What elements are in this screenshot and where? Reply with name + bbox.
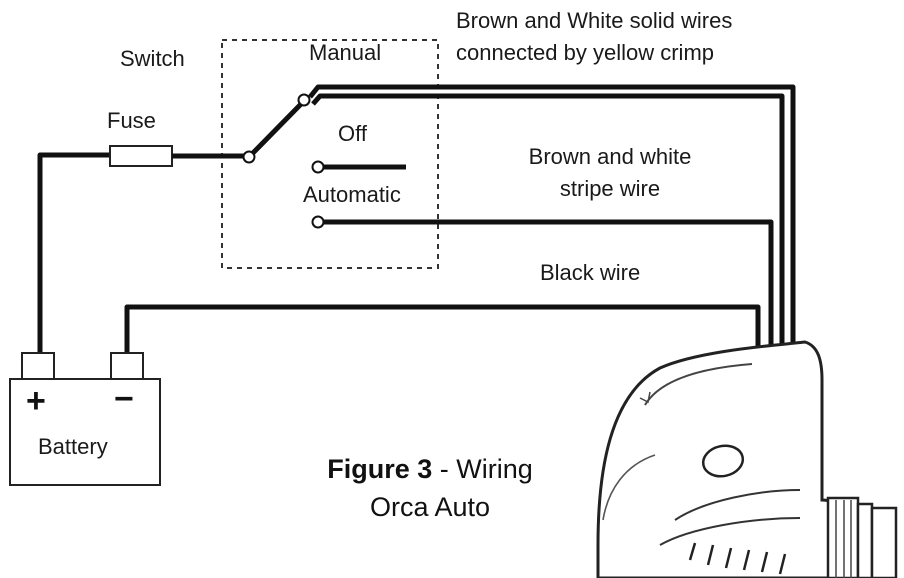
fuse-label: Fuse [107, 108, 156, 133]
switch-icon [242, 93, 406, 229]
figure-caption-line1: Figure 3 - Wiring [300, 452, 560, 486]
figure-number: Figure 3 [327, 454, 433, 484]
solid-wires-label-line1: Brown and White solid wires [456, 8, 733, 33]
manual-wire-brown [308, 84, 796, 355]
black-wire [124, 304, 761, 360]
fuse-icon [109, 145, 173, 167]
figure-caption-title: - Wiring [432, 454, 533, 484]
bilge-pump-icon [596, 340, 898, 578]
black-wire-label: Black wire [540, 260, 641, 285]
stripe-wire-label-line2: stripe wire [559, 176, 661, 201]
switch-label: Switch [120, 46, 185, 71]
battery-icon [9, 352, 161, 486]
stripe-wire-label-line1: Brown and white [528, 144, 692, 169]
automatic-stripe-wire [324, 219, 774, 355]
battery-positive-symbol: + [26, 382, 46, 420]
solid-wires-label-line2: connected by yellow crimp [456, 40, 715, 65]
figure-caption-line2: Orca Auto [369, 492, 491, 522]
battery-negative-symbol: − [114, 380, 134, 418]
positive-wire [37, 152, 110, 355]
battery-label: Battery [38, 434, 108, 459]
off-label: Off [338, 121, 367, 146]
manual-label: Manual [309, 40, 382, 65]
manual-wire-white [311, 93, 785, 355]
automatic-label: Automatic [303, 182, 401, 207]
